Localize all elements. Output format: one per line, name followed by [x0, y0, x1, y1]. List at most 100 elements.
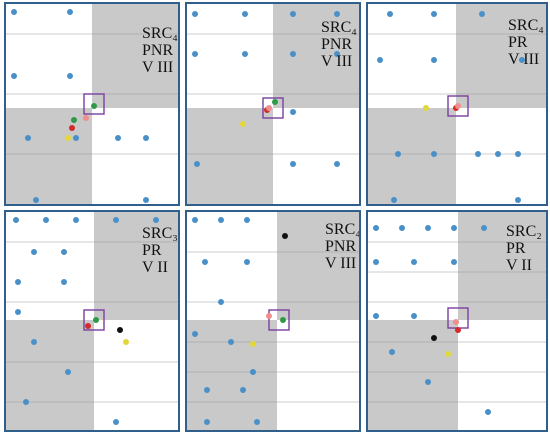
dot-blue [481, 225, 487, 231]
dot-blue [218, 217, 224, 223]
panel-1-label-v: V III [142, 58, 174, 76]
dot-green [93, 317, 99, 323]
dot-blue [244, 217, 250, 223]
dot-blue [431, 151, 437, 157]
dot-blue [411, 313, 417, 319]
dot-blue [244, 259, 250, 265]
dot-yellow [123, 339, 129, 345]
dot-blue [485, 409, 491, 415]
panel-6: SRC₂ PR V II [366, 210, 548, 432]
dot-blue [242, 11, 248, 17]
center-box [83, 93, 105, 115]
dot-black [282, 233, 288, 239]
dot-yellow [250, 341, 256, 347]
panel-2-label-p: PNR [321, 35, 353, 53]
panel-5-label-p: PNR [325, 237, 357, 255]
center-box [83, 309, 105, 331]
dot-black [117, 327, 123, 333]
dot-green [91, 103, 97, 109]
panel-2-plot [187, 4, 359, 204]
panel-1-label-src: SRC₄ [142, 25, 178, 42]
panel-5: SRC₄ PNR V III [185, 210, 361, 432]
shaded-quadrant-top-right [456, 4, 546, 108]
panel-1-plot [6, 4, 178, 204]
dot-red [85, 323, 91, 329]
dot-yellow [240, 121, 246, 127]
panel-2-label: SRC₄ PNR V III [321, 19, 357, 70]
dot-blue [242, 51, 248, 57]
dot-blue [290, 51, 296, 57]
shaded-quadrant-top-right [92, 4, 178, 108]
dot-blue [73, 135, 79, 141]
dot-blue [143, 135, 149, 141]
dot-blue [192, 51, 198, 57]
dot-blue [13, 217, 19, 223]
center-box [447, 95, 469, 117]
dot-blue [373, 313, 379, 319]
shaded-quadrant-top-right [273, 4, 359, 108]
shaded-quadrant-bottom-left [6, 320, 94, 430]
panel-6-label-src: SRC₂ [506, 223, 542, 240]
dot-blue [290, 11, 296, 17]
panel-3-label: SRC₄ PR V III [508, 17, 544, 68]
dot-blue [290, 161, 296, 167]
dot-blue [192, 331, 198, 337]
dot-blue [31, 249, 37, 255]
dot-blue [15, 309, 21, 315]
dot-blue [113, 217, 119, 223]
dot-blue [334, 161, 340, 167]
panel-3-label-p: PR [508, 33, 528, 51]
dot-blue [11, 73, 17, 79]
panel-6-label: SRC₂ PR V II [506, 223, 542, 274]
dot-yellow [65, 135, 71, 141]
panel-1-label-p: PNR [142, 41, 174, 59]
dot-blue [377, 57, 383, 63]
dot-blue [115, 135, 121, 141]
dot-blue [411, 259, 417, 265]
dot-blue [194, 161, 200, 167]
dot-blue [334, 11, 340, 17]
panel-3-label-v: V III [508, 50, 540, 68]
panel-4-label-v: V II [142, 258, 168, 276]
dot-blue [31, 339, 37, 345]
shaded-quadrant-bottom-left [368, 108, 456, 204]
dot-blue [61, 249, 67, 255]
dot-blue [11, 9, 17, 15]
dot-green [272, 99, 278, 105]
dot-blue [431, 57, 437, 63]
dot-pink [266, 313, 272, 319]
dot-blue [373, 259, 379, 265]
dot-blue [479, 11, 485, 17]
dot-blue [240, 387, 246, 393]
dot-blue [43, 217, 49, 223]
dot-blue [431, 11, 437, 17]
dot-blue [515, 151, 521, 157]
dot-blue [33, 197, 39, 203]
shaded-quadrant-bottom-left [187, 320, 277, 430]
dot-blue [395, 151, 401, 157]
shaded-quadrant-bottom-left [6, 108, 92, 204]
panel-2: SRC₄ PNR V III [185, 2, 361, 206]
dot-blue [204, 419, 210, 425]
dot-blue [192, 217, 198, 223]
dot-blue [67, 9, 73, 15]
panel-5-label: SRC₄ PNR V III [325, 221, 359, 272]
panel-6-label-v: V II [506, 256, 532, 274]
dot-blue [25, 135, 31, 141]
panel-1-label: SRC₄ PNR V III [142, 25, 178, 76]
panel-1: SRC₄ PNR V III [4, 2, 180, 206]
dot-blue [15, 279, 21, 285]
dot-pink [83, 115, 89, 121]
dot-blue [399, 225, 405, 231]
dot-blue [389, 349, 395, 355]
panel-4-plot [6, 212, 178, 430]
center-box [268, 309, 290, 331]
dot-blue [23, 399, 29, 405]
dot-blue [290, 109, 296, 115]
dot-black [431, 335, 437, 341]
dot-pink [453, 319, 459, 325]
panel-5-label-v: V III [325, 254, 357, 272]
dot-blue [475, 151, 481, 157]
panel-4-label: SRC₃ PR V II [142, 225, 178, 276]
dot-blue [387, 11, 393, 17]
